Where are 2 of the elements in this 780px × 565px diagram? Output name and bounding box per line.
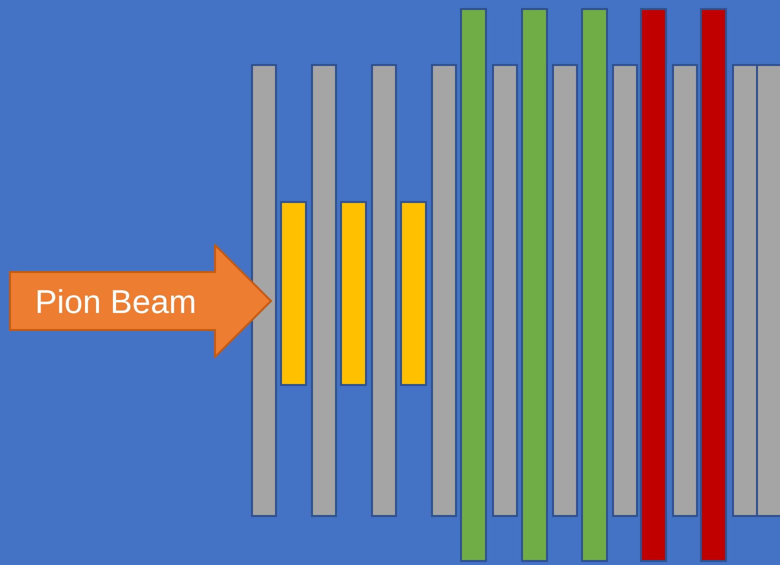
block-arrow [9, 244, 273, 358]
beam-label: Pion Beam [35, 282, 196, 322]
